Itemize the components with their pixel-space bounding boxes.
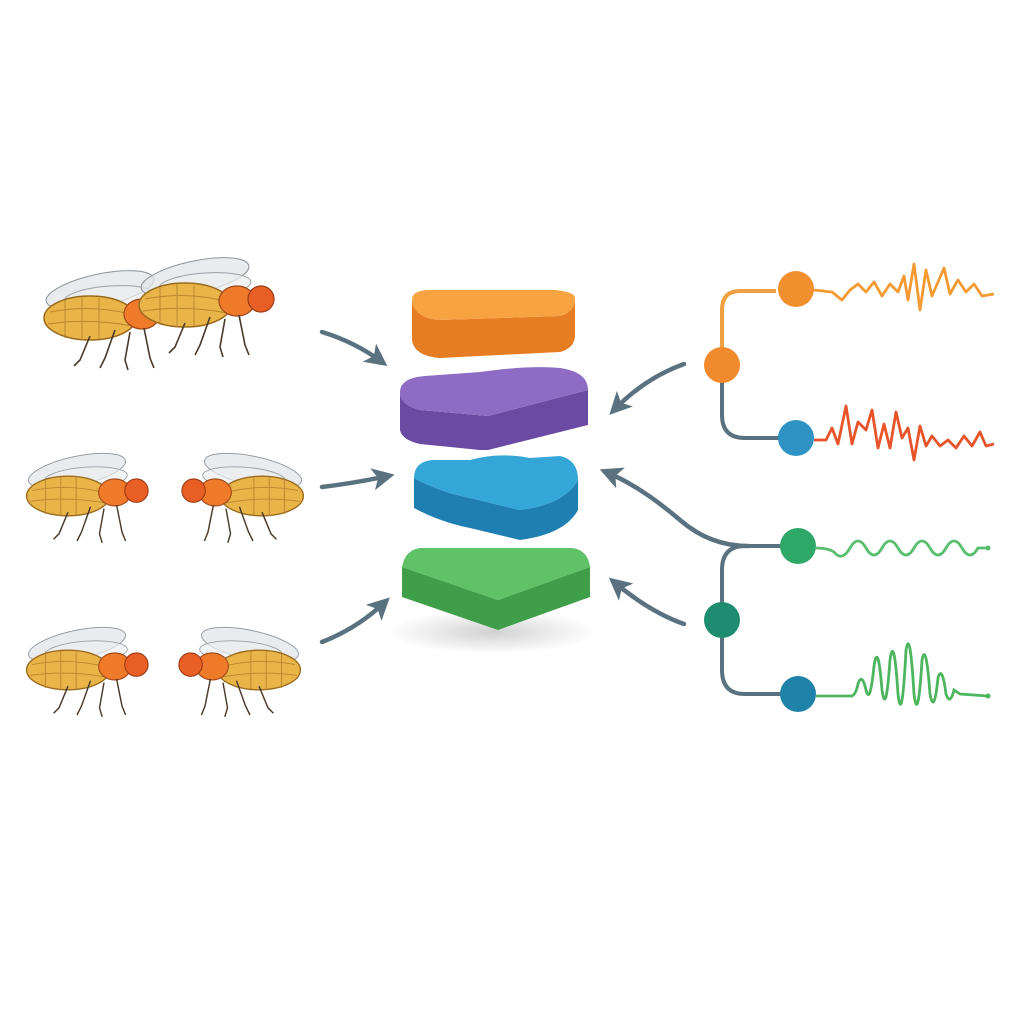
arrow-icon bbox=[599, 467, 751, 549]
fly-icon bbox=[24, 619, 149, 718]
arrow-icon bbox=[319, 329, 388, 367]
signal-node bbox=[780, 528, 816, 564]
signal-group-2 bbox=[704, 528, 991, 712]
layer-blue bbox=[414, 455, 578, 540]
arrow-icon bbox=[608, 577, 687, 627]
left-arrows bbox=[319, 329, 395, 645]
layer-orange bbox=[412, 290, 575, 358]
fly-icon bbox=[181, 445, 306, 544]
fly-pair-3 bbox=[24, 619, 303, 718]
signal-waveform bbox=[816, 642, 989, 706]
fly-icon bbox=[24, 445, 149, 544]
fly-pair-1 bbox=[42, 249, 275, 371]
layer-green bbox=[402, 548, 590, 630]
signal-group-1 bbox=[704, 262, 995, 462]
signal-waveform bbox=[813, 262, 995, 312]
signal-node bbox=[778, 271, 814, 307]
arrow-icon bbox=[319, 597, 390, 645]
right-arrows bbox=[599, 361, 751, 627]
fly-icon bbox=[178, 619, 303, 718]
layer-stack bbox=[387, 290, 597, 654]
arrow-icon bbox=[319, 468, 395, 491]
signal-waveform bbox=[814, 404, 995, 462]
fly-pair-2 bbox=[24, 445, 306, 544]
fly-icon bbox=[137, 249, 275, 358]
layer-purple bbox=[400, 367, 588, 450]
branch-node bbox=[704, 347, 740, 383]
branch-node bbox=[704, 602, 740, 638]
signal-node bbox=[780, 676, 816, 712]
arrow-icon bbox=[609, 361, 687, 415]
signal-node bbox=[778, 420, 814, 456]
signal-waveform bbox=[815, 539, 988, 558]
